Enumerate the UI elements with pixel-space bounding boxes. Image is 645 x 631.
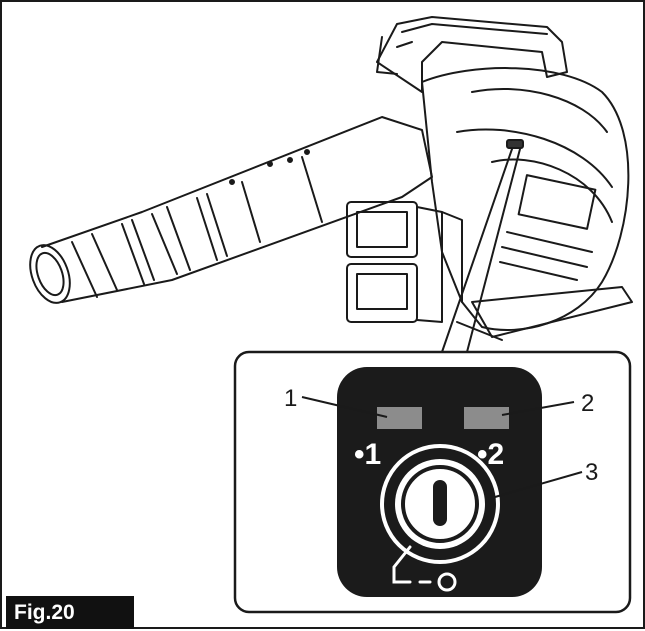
callout-number-1: 1 (284, 385, 297, 412)
figure-label: Fig.20 (6, 596, 134, 629)
indicator-lamp-1 (377, 407, 422, 429)
battery-packs (346, 201, 463, 323)
indicator-2-mark: •2 (477, 438, 504, 471)
callout-number-2: 2 (581, 390, 594, 417)
power-switch-icon (433, 480, 447, 526)
callout-line-1 (301, 396, 388, 418)
lock-symbol-icon (392, 545, 457, 592)
blower-illustration (29, 16, 633, 341)
callout-number-3: 3 (585, 459, 598, 486)
indicator-lamp-2 (464, 407, 509, 429)
control-panel-closeup (337, 367, 542, 597)
power-switch-ring (380, 444, 500, 564)
main-housing (421, 67, 630, 331)
nozzle-opening (29, 244, 71, 304)
nozzle-tube (41, 116, 433, 303)
base-frame (471, 286, 633, 338)
zoom-leader-right (466, 148, 521, 353)
callout-line-2 (501, 401, 575, 416)
top-handle (376, 16, 568, 93)
zoom-leader-left (441, 148, 513, 353)
indicator-1-mark: •1 (354, 438, 381, 471)
control-panel-location (506, 139, 524, 149)
callout-line-3 (494, 471, 583, 498)
